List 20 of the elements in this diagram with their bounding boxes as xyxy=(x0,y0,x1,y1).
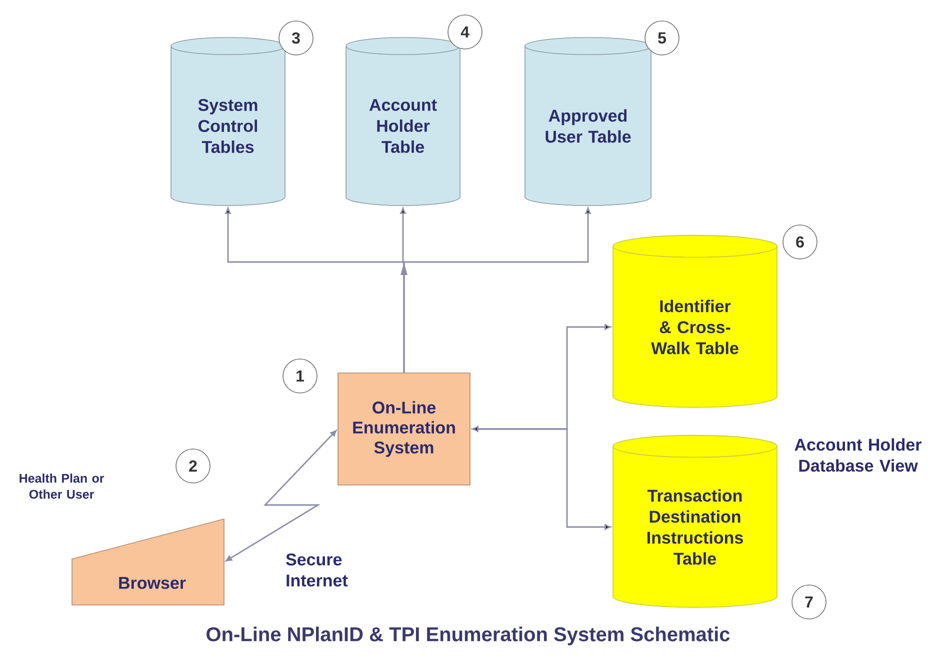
lightning-arrow xyxy=(226,430,337,562)
callout-number: 3 xyxy=(278,20,314,56)
process-box: On-Line Enumeration System xyxy=(338,372,470,486)
callout-number: 6 xyxy=(782,224,818,260)
callout-number: 4 xyxy=(448,14,482,50)
title: On-Line NPlanID & TPI Enumeration System Schematic xyxy=(206,626,730,646)
node-caption: Health Plan or Other User xyxy=(20,474,104,499)
callout-number: 5 xyxy=(644,20,680,56)
arrow xyxy=(472,324,611,530)
database-cylinder: Identifier & Cross-Walk Table xyxy=(612,234,778,408)
group-label: Account Holder Database View xyxy=(794,438,922,472)
callout-number: 7 xyxy=(792,584,826,620)
database-cylinder: System Control Tables xyxy=(170,37,286,206)
database-cylinder: Transaction Destination Instructions Table xyxy=(612,434,778,608)
callout-number: 2 xyxy=(176,448,210,484)
callout-number: 1 xyxy=(282,358,318,394)
database-cylinder: Approved User Table xyxy=(524,37,652,206)
database-cylinder: Account Holder Table xyxy=(346,37,460,206)
edge-label: Secure Internet xyxy=(286,553,348,587)
arrow xyxy=(225,208,591,373)
